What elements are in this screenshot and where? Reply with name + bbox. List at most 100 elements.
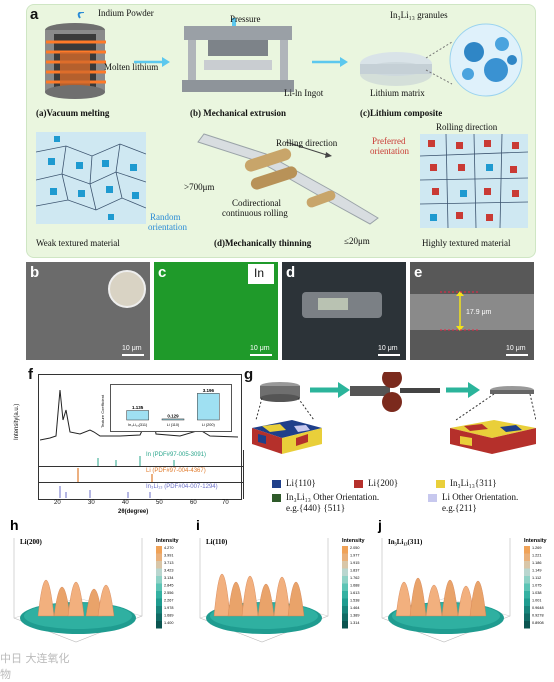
lithium-matrix-label: Lithium matrix bbox=[370, 88, 425, 98]
legend-inli311-label: In₃Li₁₃{311} bbox=[450, 478, 497, 488]
panel_h-colorbar-seg-7 bbox=[156, 598, 162, 606]
panel-b-sem-image bbox=[26, 262, 150, 360]
codirectional-line2: continuous rolling bbox=[222, 208, 288, 218]
weak-textured-illustration bbox=[36, 132, 146, 224]
xtick-60: 60 bbox=[190, 500, 197, 506]
panel_j-surface-plot: jIn₃Li₁₃(311)Intensity1.2691.2211.1861.1… bbox=[377, 517, 548, 643]
molten-lithium-label: Molten lithium bbox=[104, 62, 159, 72]
panel_h-colorbar-tick-9: 1.689 bbox=[164, 614, 174, 618]
random-orientation-line2: orientation bbox=[148, 222, 187, 232]
panel_h-surface-plot: hLi(200)Intensity4.2703.9913.7133.4233.1… bbox=[10, 517, 180, 643]
preferred-orientation-line1: Preferred bbox=[372, 136, 406, 146]
panel_i-colorbar-tick-3: 1.837 bbox=[350, 569, 360, 573]
surface-peak-4 bbox=[97, 584, 115, 617]
legend-inli-other-swatch bbox=[272, 494, 281, 502]
panel-letter-j: j bbox=[377, 518, 382, 533]
panel_j-colorbar-tick-10: 0.8908 bbox=[532, 621, 544, 625]
axis-box bbox=[13, 538, 143, 643]
panel_h-colorbar-tick-0: 4.270 bbox=[164, 546, 174, 550]
rolling-direction-label-1: Rolling direction bbox=[276, 138, 338, 148]
panel_i-colorbar-tick-2: 1.915 bbox=[350, 561, 360, 565]
ref-in-row bbox=[38, 450, 244, 466]
indium-powder-label: Indium Powder bbox=[98, 8, 154, 18]
panel_h-colorbar-tick-3: 3.423 bbox=[164, 569, 174, 573]
ref-li-sticks bbox=[77, 468, 153, 482]
panel-f-xlabel: 2θ(degree) bbox=[118, 509, 149, 515]
panel_j-colorbar-seg-4 bbox=[524, 576, 530, 584]
panel_j-colorbar-tick-1: 1.221 bbox=[532, 554, 542, 558]
inset-value-label-2: 3.196 bbox=[203, 388, 215, 393]
preferred-orientation-line2: orientation bbox=[370, 146, 409, 156]
surface-peak-0 bbox=[213, 574, 231, 617]
panel_i-colorbar-tick-0: 2.050 bbox=[350, 546, 360, 550]
panel_i-colorbar-seg-6 bbox=[342, 591, 348, 599]
pressure-label: Pressure bbox=[230, 14, 261, 24]
panel_h-colorbar-tick-2: 3.713 bbox=[164, 561, 174, 565]
panel-c-element-label: In bbox=[254, 266, 265, 280]
panel-f-ylabel: Intensity(a.u.) bbox=[14, 403, 20, 440]
inset-category-label-0: In₃Li₁₃(311) bbox=[128, 423, 148, 427]
highly-textured-illustration bbox=[420, 134, 528, 228]
panel_h-colorbar-tick-7: 2.267 bbox=[164, 599, 174, 603]
inset-ylabel: Texture Coefficient bbox=[100, 394, 105, 428]
panel-b-letter: b bbox=[30, 264, 40, 281]
panel-g-legend: Li{110} Li{200} In₃Li₁₃{311} In₃Li₁₃ Oth… bbox=[272, 478, 534, 520]
thickness-out-label: ≤20μm bbox=[344, 236, 370, 246]
surface-peak-4 bbox=[273, 577, 291, 617]
step-d-label: (d)Mechanically thinning bbox=[214, 238, 312, 248]
inset-category-label-2: Li (200) bbox=[202, 423, 216, 427]
surface-peak-5 bbox=[469, 580, 487, 617]
thickness-in-label: >700μm bbox=[184, 182, 215, 192]
xtick-30: 30 bbox=[88, 500, 95, 506]
panel_h-title: Li(200) bbox=[20, 538, 42, 546]
panel-letter-i: i bbox=[196, 518, 200, 533]
panel_j-colorbar-seg-1 bbox=[524, 553, 530, 561]
panel_i-colorbar-tick-7: 1.538 bbox=[350, 599, 360, 603]
panel_j-colorbar-tick-2: 1.186 bbox=[532, 561, 542, 565]
panel_h-colorbar-tick-10: 1.400 bbox=[164, 621, 174, 625]
panel-c-element-box bbox=[248, 264, 274, 284]
legend-li-other-label: Li Other Orientation. bbox=[442, 492, 519, 502]
panel_h-colorbar-seg-9 bbox=[156, 613, 162, 621]
panel_i-colorbar-tick-6: 1.613 bbox=[350, 591, 360, 595]
panel-e-scalebar bbox=[506, 354, 528, 356]
panel_h-legend-title: Intensity bbox=[156, 538, 180, 544]
panel_j-colorbar-tick-3: 1.149 bbox=[532, 569, 542, 573]
panel_i-colorbar-seg-7 bbox=[342, 598, 348, 606]
panel_i-colorbar-tick-5: 1.688 bbox=[350, 584, 360, 588]
panel_j-colorbar-seg-7 bbox=[524, 598, 530, 606]
ref-inli-label: In₃Li₁₃ (PDF#04-007-1294) bbox=[146, 484, 218, 490]
surface-peak-3 bbox=[257, 583, 275, 617]
panel_h-colorbar-seg-1 bbox=[156, 553, 162, 561]
panel_i-colorbar-seg-4 bbox=[342, 576, 348, 584]
panel-d-photo bbox=[282, 262, 406, 360]
rolling-illustration bbox=[197, 133, 379, 225]
panel_j-colorbar-seg-6 bbox=[524, 591, 530, 599]
ref-in-label: In (PDF#97-005-3091) bbox=[146, 452, 207, 458]
panel-f-letter: f bbox=[28, 366, 33, 383]
panel_h-colorbar-seg-0 bbox=[156, 546, 162, 554]
panel_h-colorbar-tick-4: 3.134 bbox=[164, 576, 174, 580]
panel_j-colorbar-tick-6: 1.038 bbox=[532, 591, 542, 595]
panel-c-letter: c bbox=[158, 264, 167, 281]
surface-peak-1 bbox=[409, 578, 427, 617]
panel_i-surface-plot: iLi(110)Intensity2.0501.9771.9151.8371.7… bbox=[196, 517, 366, 643]
step-c-label: (c)Lithium composite bbox=[360, 108, 443, 118]
panel_j-colorbar-tick-0: 1.269 bbox=[532, 546, 542, 550]
legend-li-other-swatch bbox=[428, 494, 437, 502]
inset-bar-1 bbox=[161, 418, 185, 421]
lithium-composite-illustration bbox=[360, 23, 523, 97]
surface-peak-2 bbox=[241, 576, 259, 617]
panel_i-colorbar-tick-10: 1.314 bbox=[350, 621, 360, 625]
panel_h-colorbar-seg-3 bbox=[156, 568, 162, 576]
lithium-disk-photo bbox=[108, 270, 146, 308]
codirectional-line1: Codirectional bbox=[232, 198, 281, 208]
panel_j-colorbar-seg-9 bbox=[524, 613, 530, 621]
surface-peak-1 bbox=[53, 586, 71, 617]
surface-peak-2 bbox=[67, 581, 85, 617]
legend-li200-swatch bbox=[354, 480, 363, 488]
ref-inli-row bbox=[38, 482, 244, 499]
panel-b-scale-label: 10 μm bbox=[122, 345, 142, 352]
